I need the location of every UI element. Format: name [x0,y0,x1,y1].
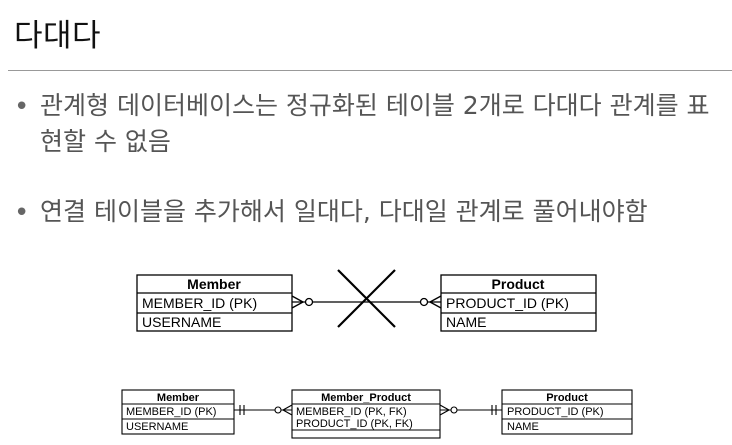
member-product-to-product-relationship [439,404,502,416]
top-product-field-1: PRODUCT_ID (PK) [446,295,569,311]
bottom-member-field-1: MEMBER_ID (PK) [126,406,216,418]
bullet-text-1: 관계형 데이터베이스는 정규화된 테이블 2개로 다대다 관계를 표현할 수 없… [40,91,710,156]
bottom-member-entity [121,389,235,435]
bottom-member-product-entity [291,389,441,439]
top-member-field-1: MEMBER_ID (PK) [142,295,257,311]
title-divider [8,70,732,71]
bottom-product-field-1: PRODUCT_ID (PK) [507,406,604,418]
bottom-member-title: Member [157,392,200,404]
bottom-member-product-title: Member_Product [321,392,411,404]
bottom-product-field-2: NAME [507,421,539,433]
member-to-member-product-relationship [234,404,293,416]
top-relationship [291,295,442,309]
not-allowed-x-icon [337,269,396,328]
bottom-product-title: Product [546,392,588,404]
top-product-field-2: NAME [446,314,486,330]
top-product-entity [440,274,597,332]
bullet-text-2: 연결 테이블을 추가해서 일대다, 다대일 관계로 풀어내야함 [40,197,648,226]
slide-title: 다대다 [14,18,102,54]
top-member-field-2: USERNAME [142,314,221,330]
bullet-dot-2: • [14,198,30,228]
bottom-member-field-2: USERNAME [126,421,188,433]
top-member-entity [136,274,293,332]
bottom-member-product-field-2: PRODUCT_ID (PK, FK) [296,418,413,430]
bottom-member-product-field-1: MEMBER_ID (PK, FK) [296,406,407,418]
bottom-product-entity [501,389,633,435]
bullet-dot-1: • [14,92,30,122]
top-product-title: Product [492,276,545,292]
top-member-title: Member [187,276,241,292]
